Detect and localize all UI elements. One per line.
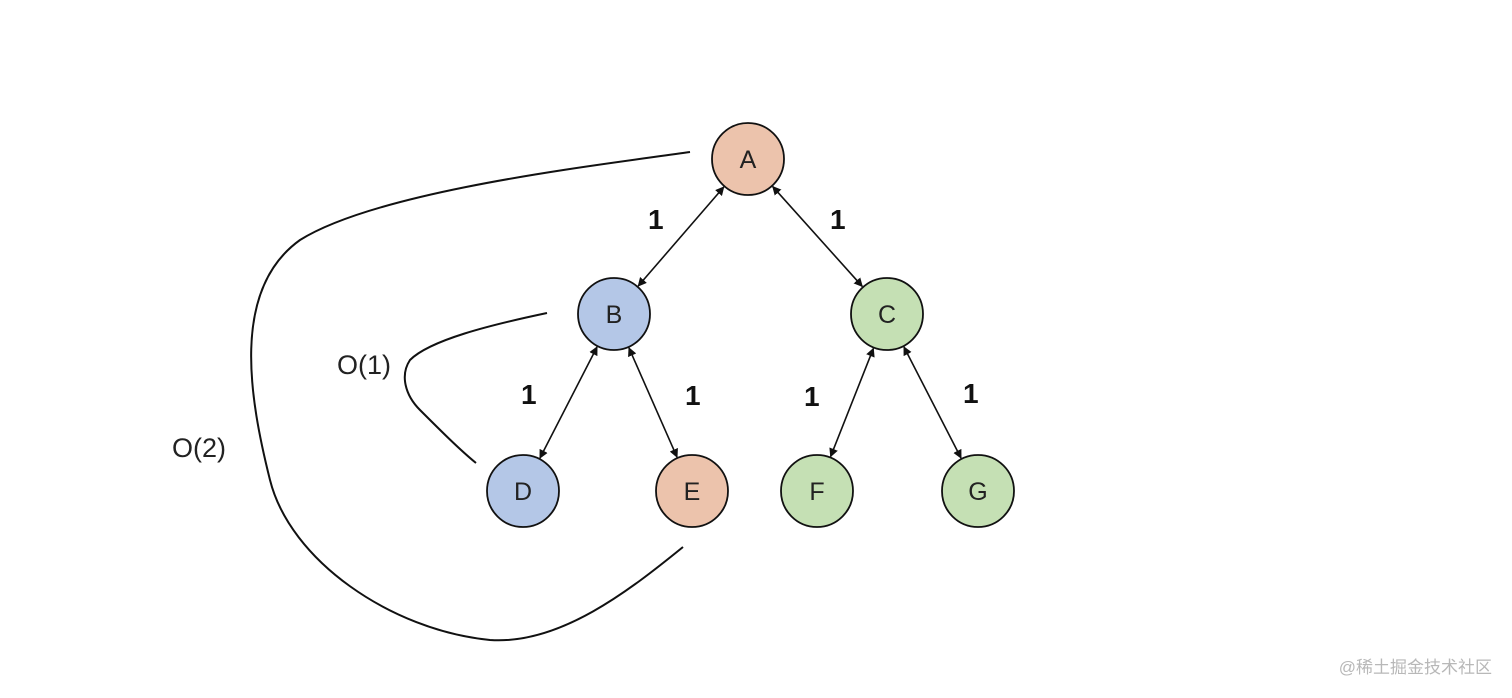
- edge-weight-a-b: 1: [648, 204, 664, 235]
- inner-distance-label: O(1): [337, 350, 391, 380]
- node-b-label: B: [606, 301, 623, 329]
- nodes-layer: A B C D E F G: [486, 122, 1015, 528]
- node-e: E: [655, 454, 729, 528]
- node-d-circle: [486, 454, 560, 528]
- edge-weight-a-c: 1: [830, 204, 846, 235]
- outer-distance-label: O(2): [172, 433, 226, 463]
- node-e-circle: [655, 454, 729, 528]
- edge-weight-b-e: 1: [685, 380, 701, 411]
- node-a: A: [711, 122, 785, 196]
- edges-layer: [539, 185, 962, 459]
- edge-c-g: [903, 346, 962, 459]
- node-g-label: G: [968, 478, 987, 506]
- edge-weight-b-d: 1: [521, 379, 537, 410]
- node-c-circle: [850, 277, 924, 351]
- distance-curve-inner: [403, 312, 548, 464]
- node-c-label: C: [878, 301, 896, 329]
- node-g: G: [941, 454, 1015, 528]
- watermark: @稀土掘金技术社区: [1339, 658, 1492, 677]
- edge-a-c: [772, 185, 863, 288]
- node-d: D: [486, 454, 560, 528]
- node-b-circle: [577, 277, 651, 351]
- edge-weights-layer: 1 1 1 1 1 1: [521, 204, 979, 412]
- node-c: C: [850, 277, 924, 351]
- edge-b-e: [628, 347, 678, 458]
- node-a-circle: [711, 122, 785, 196]
- node-f-circle: [780, 454, 854, 528]
- node-b: B: [577, 277, 651, 351]
- node-e-label: E: [684, 478, 701, 506]
- node-g-circle: [941, 454, 1015, 528]
- node-f: F: [780, 454, 854, 528]
- node-d-label: D: [514, 478, 532, 506]
- edge-weight-c-g: 1: [963, 378, 979, 409]
- node-a-label: A: [740, 146, 757, 174]
- node-f-label: F: [809, 478, 824, 506]
- edge-c-f: [829, 347, 875, 458]
- edge-b-d: [539, 346, 598, 459]
- distance-curve-outer: [250, 151, 691, 642]
- edge-a-b: [637, 186, 725, 287]
- edge-weight-c-f: 1: [804, 381, 820, 412]
